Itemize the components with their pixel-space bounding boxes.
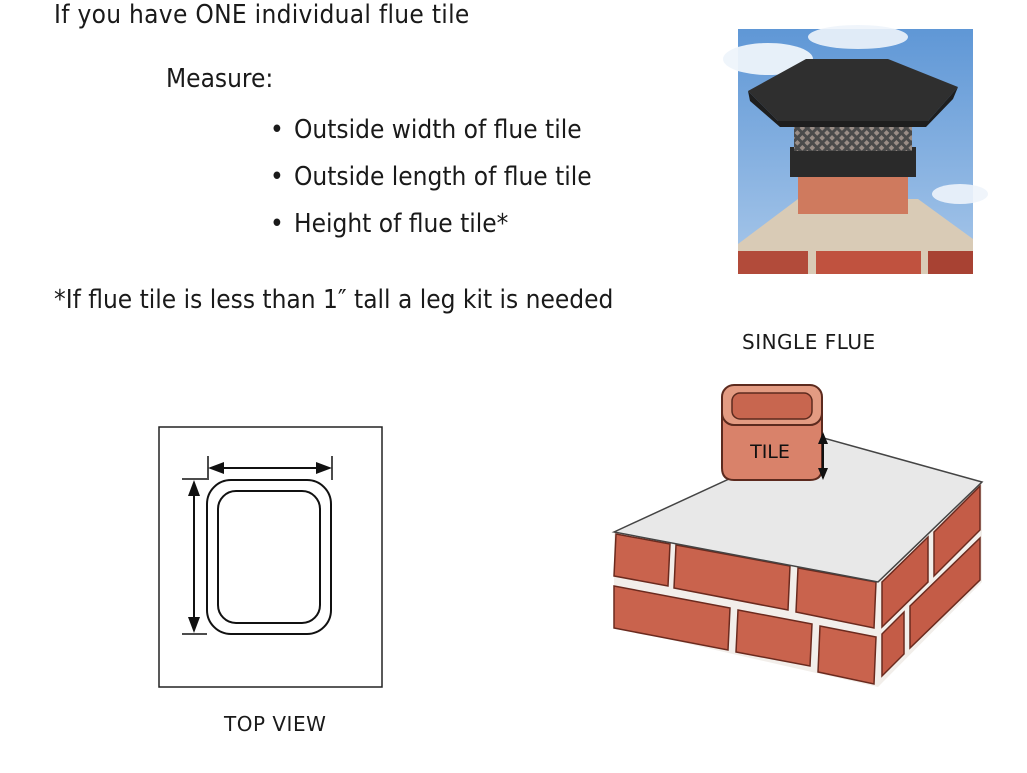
top-view-caption: TOP VIEW — [224, 712, 327, 736]
list-item: • Outside width of flue tile — [270, 110, 592, 157]
flue-inner-outline — [217, 490, 321, 624]
footnote: *If flue tile is less than 1″ tall a leg… — [54, 285, 614, 315]
measure-label: Measure: — [166, 64, 274, 94]
measurement-list: • Outside width of flue tile • Outside len… — [270, 110, 592, 251]
bullet-text: Height of flue tile* — [294, 209, 509, 239]
bullet-icon: • — [270, 209, 284, 239]
bullet-icon: • — [270, 162, 284, 192]
list-item: • Height of flue tile* — [270, 204, 592, 251]
bullet-text: Outside width of flue tile — [294, 115, 582, 145]
page-heading: If you have ONE individual flue tile — [54, 0, 470, 30]
top-view-diagram — [158, 426, 383, 688]
cap-lid — [748, 59, 958, 121]
bullet-text: Outside length of flue tile — [294, 162, 592, 192]
list-item: • Outside length of flue tile — [270, 157, 592, 204]
brick-wall-right — [881, 484, 981, 678]
single-flue-caption: SINGLE FLUE — [742, 330, 876, 354]
chimney-diagram: TILE — [611, 384, 984, 687]
chimney-cap-photo — [723, 25, 988, 274]
tile-label: TILE — [749, 441, 790, 463]
bullet-icon: • — [270, 115, 284, 145]
brick-wall-left — [613, 533, 877, 685]
